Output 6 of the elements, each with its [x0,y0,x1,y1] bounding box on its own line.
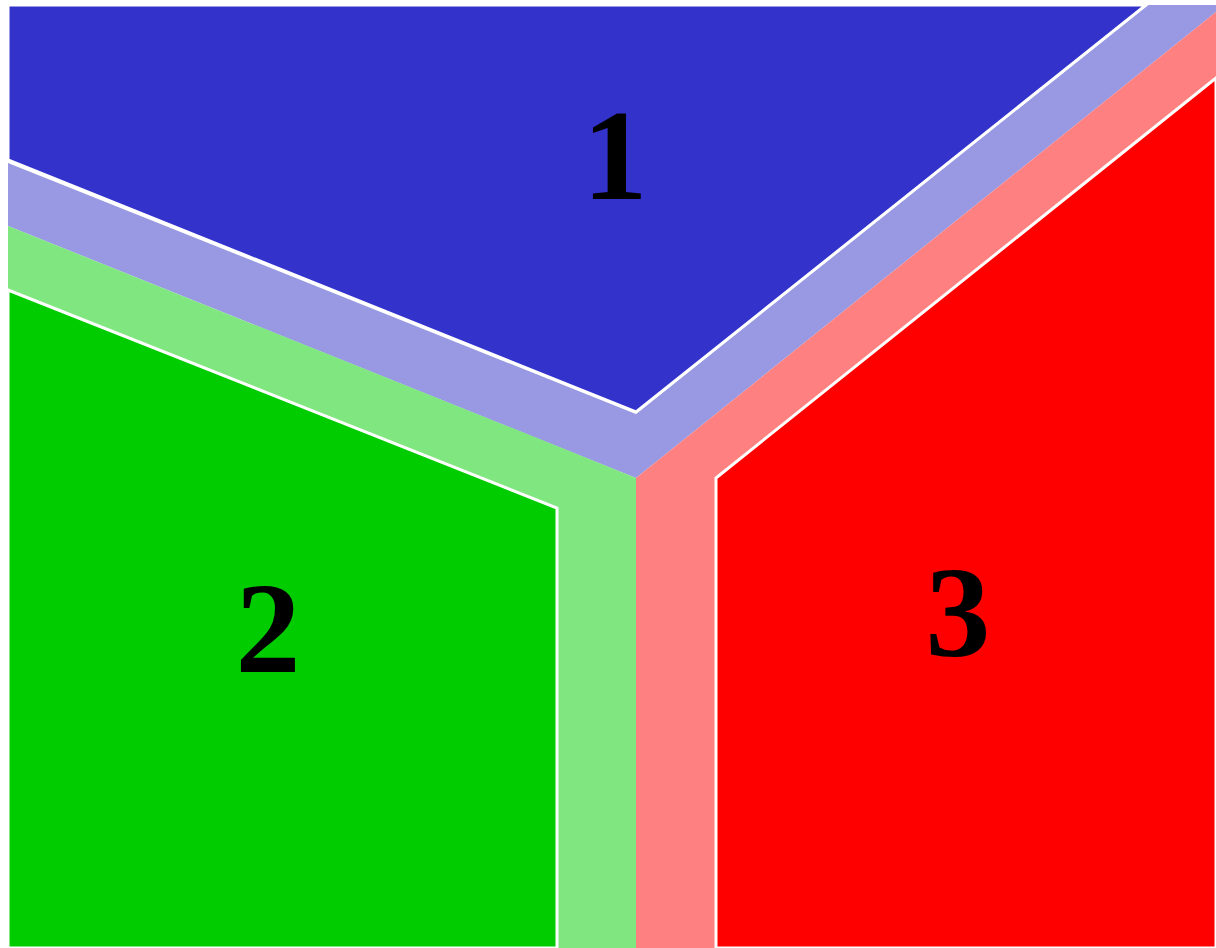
right-face [716,78,1216,948]
face-number: 2 [235,563,301,693]
face-number: 3 [925,547,991,677]
top-face [8,5,1148,413]
left-face [8,290,558,948]
face-number: 1 [582,90,648,220]
